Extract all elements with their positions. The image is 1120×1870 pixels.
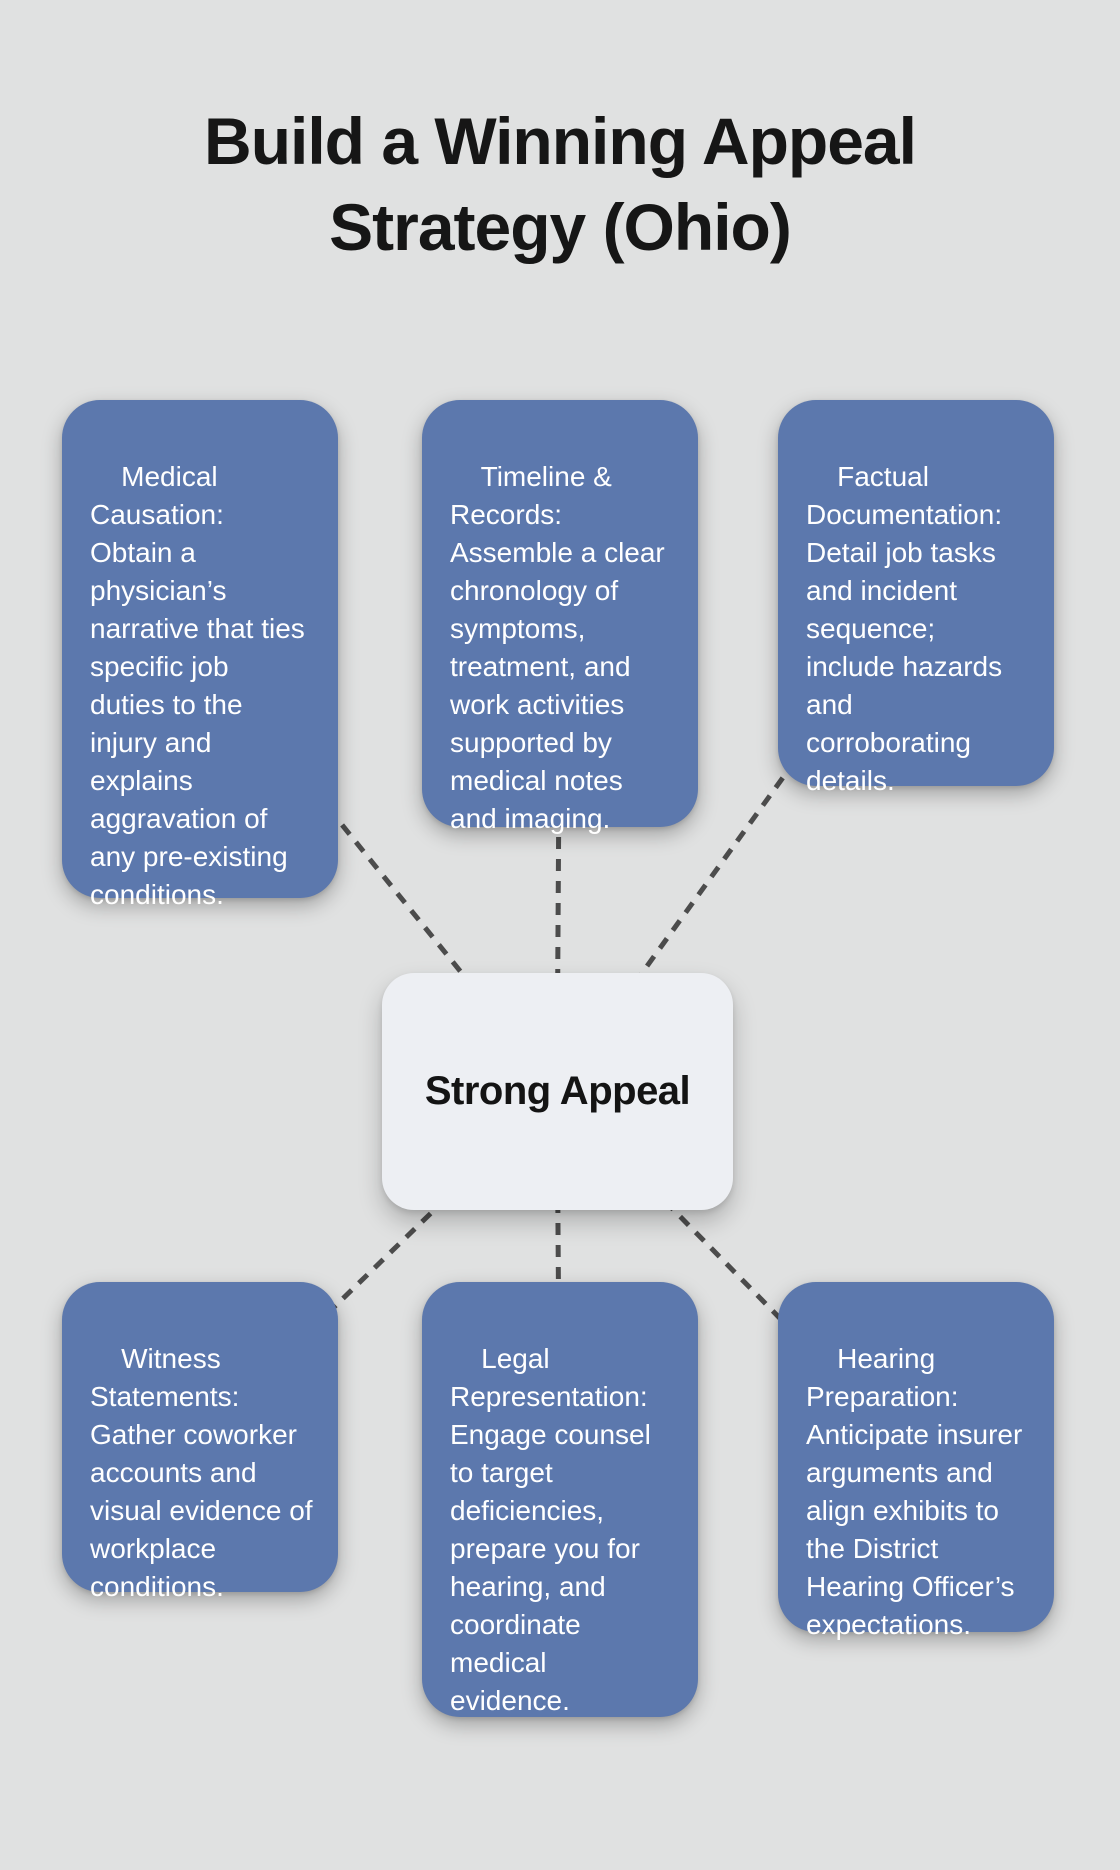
center-node-label: Strong Appeal (424, 1069, 691, 1113)
connector-line-witness-statements (198, 1089, 559, 1439)
node-medical-causation: Medical Causation: Obtain a physician’s … (62, 400, 338, 910)
node-timeline-records: Timeline & Records: Assemble a clear chr… (422, 400, 698, 834)
node-hearing-preparation-text: Hearing Preparation: Anticipate insurer … (806, 1343, 1023, 1640)
node-legal-representation: Legal Representation: Engage counsel to … (422, 1282, 698, 1717)
node-witness-statements-text: Witness Statements: Gather coworker acco… (90, 1343, 313, 1602)
node-factual-documentation: Factual Documentation: Detail job tasks … (778, 400, 1054, 796)
center-node: Strong Appeal (382, 973, 733, 1210)
node-hearing-preparation: Hearing Preparation: Anticipate insurer … (778, 1282, 1054, 1640)
node-witness-statements: Witness Statements: Gather coworker acco… (62, 1282, 338, 1602)
node-factual-documentation-text: Factual Documentation: Detail job tasks … (806, 461, 1003, 796)
page-title: Build a Winning Appeal Strategy (Ohio) (204, 104, 917, 264)
node-timeline-records-text: Timeline & Records: Assemble a clear chr… (450, 461, 665, 834)
node-legal-representation-text: Legal Representation: Engage counsel to … (450, 1343, 651, 1716)
node-medical-causation-text: Medical Causation: Obtain a physician’s … (90, 461, 305, 910)
